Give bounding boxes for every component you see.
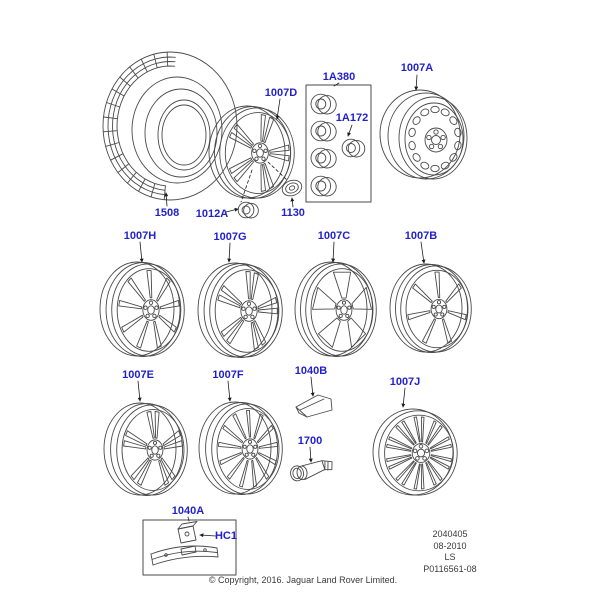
part-label-1007F[interactable]: 1007F [212,369,244,381]
part-label-1007D[interactable]: 1007D [264,87,298,99]
nut-art [310,175,337,197]
wheel-1007J-art [372,408,458,496]
dashed-line-to-cap [267,161,288,181]
part-label-1A380[interactable]: 1A380 [322,71,356,83]
wheel-1007B-art [389,263,472,353]
part-label-1A172[interactable]: 1A172 [335,112,369,124]
part-label-1007B[interactable]: 1007B [404,230,438,242]
part-label-1007E[interactable]: 1007E [122,369,154,381]
centre-cap-art [281,179,303,197]
part-label-1007H[interactable]: 1007H [123,230,157,242]
wheel-1007A-art [379,89,468,180]
wheel-1007G-art [197,262,283,358]
wheel-1007H-art [99,261,185,357]
copyright-notice: © Copyright, 2016. Jaguar Land Rover Lim… [208,575,398,585]
drawing-number: 2040405 [432,529,468,539]
part-label-1040B[interactable]: 1040B [294,365,328,377]
tire-art [102,51,238,201]
balance-weight-art [150,521,219,566]
wheel-1007F-art [198,401,283,495]
part-label-1700[interactable]: 1700 [297,435,323,447]
part-label-1007J[interactable]: 1007J [389,376,421,388]
wheel-1007D-art [208,105,295,199]
part-label-1007C[interactable]: 1007C [317,230,351,242]
dashed-line-to-nut [240,169,253,203]
plate-number: P0116561-08 [423,563,477,574]
part-label-HC1[interactable]: HC1 [214,530,238,542]
nut-art [310,120,337,142]
weight-kit-box [142,519,237,576]
plate-date: 08-2010 [433,540,467,551]
pressure-label-art [295,394,333,418]
wheel-1007E-art [103,402,188,496]
nut-kit-box [305,84,372,203]
nut-art [310,93,337,115]
part-label-1130[interactable]: 1130 [281,207,305,219]
model-code: LS [444,552,456,562]
locking-nut-art [341,138,366,158]
valve-art [290,460,333,482]
wheel-nut-1012A-art [237,201,259,219]
part-label-1012A[interactable]: 1012A [195,208,229,220]
part-label-1040A[interactable]: 1040A [171,505,205,517]
plate-info: 2040405 08-2010 LS P0116561-08 [404,529,496,575]
part-label-1007A[interactable]: 1007A [400,62,434,74]
part-label-1508[interactable]: 1508 [154,207,180,219]
wheel-1007C-art [294,261,377,357]
part-label-1007G[interactable]: 1007G [213,231,247,243]
nut-art [310,147,337,169]
